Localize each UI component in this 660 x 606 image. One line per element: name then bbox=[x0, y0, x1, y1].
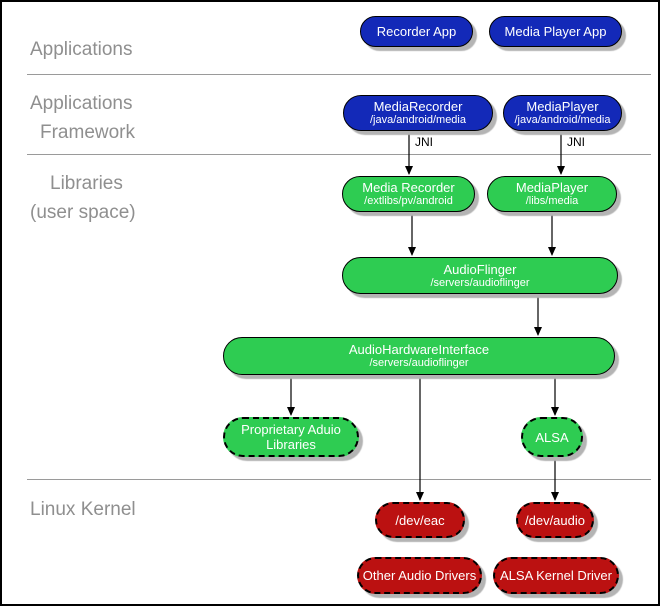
node-audiohardwareinterface: AudioHardwareInterface /servers/audiofli… bbox=[223, 337, 615, 375]
node-title: AudioHardwareInterface bbox=[348, 342, 490, 357]
node-audioflinger: AudioFlinger /servers/audioflinger bbox=[342, 257, 618, 294]
layer-label-libraries: Libraries (user space) bbox=[30, 169, 136, 227]
node-subtitle: /servers/audioflinger bbox=[369, 357, 469, 369]
node-title: ALSA Kernel Driver bbox=[500, 568, 612, 583]
node-subtitle: /servers/audioflinger bbox=[430, 276, 530, 289]
jni-label-left: JNI bbox=[415, 135, 433, 149]
layer-label-line: Applications bbox=[30, 93, 133, 114]
node-dev-audio: /dev/audio bbox=[516, 502, 594, 538]
divider-libraries-kernel bbox=[27, 479, 651, 480]
node-mediaplayer-library: MediaPlayer /libs/media bbox=[487, 176, 617, 212]
node-mediarecorder-framework: MediaRecorder /java/android/media bbox=[343, 95, 493, 131]
node-subtitle: /libs/media bbox=[525, 195, 579, 207]
node-title-line2: Libraries bbox=[266, 437, 316, 452]
layer-label-line: Framework bbox=[40, 122, 136, 143]
layer-label-applications-framework: Applications Framework bbox=[30, 89, 135, 147]
node-title: MediaPlayer bbox=[515, 180, 589, 195]
divider-framework-libraries bbox=[27, 154, 651, 155]
node-title: Proprietary Aduio bbox=[241, 422, 341, 437]
node-title: MediaRecorder bbox=[373, 99, 463, 114]
node-title: MediaPlayer bbox=[526, 99, 599, 114]
node-dev-eac: /dev/eac bbox=[375, 502, 465, 538]
node-proprietary-audio-libraries: Proprietary Aduio Libraries bbox=[223, 417, 359, 457]
node-title: Other Audio Drivers bbox=[362, 568, 477, 583]
node-alsa-kernel-driver: ALSA Kernel Driver bbox=[493, 557, 619, 594]
jni-label-right: JNI bbox=[567, 135, 585, 149]
divider-applications-framework bbox=[27, 74, 651, 75]
node-title: AudioFlinger bbox=[443, 261, 517, 277]
node-subtitle: /java/android/media bbox=[514, 114, 611, 126]
node-title: Media Player App bbox=[504, 24, 607, 39]
layer-label-line: Libraries bbox=[50, 173, 123, 194]
node-media-player-app: Media Player App bbox=[489, 16, 622, 47]
node-subtitle: /java/android/media bbox=[369, 114, 466, 126]
node-title: /dev/eac bbox=[395, 512, 445, 528]
node-title: ALSA bbox=[535, 429, 569, 445]
node-recorder-app: Recorder App bbox=[360, 16, 473, 47]
layer-label-applications: Applications bbox=[30, 39, 133, 60]
layer-label-line: (user space) bbox=[30, 202, 136, 223]
node-mediaplayer-framework: MediaPlayer /java/android/media bbox=[503, 95, 622, 131]
node-other-audio-drivers: Other Audio Drivers bbox=[357, 557, 482, 594]
node-title: Media Recorder bbox=[362, 180, 455, 195]
node-media-recorder-library: Media Recorder /extlibs/pv/android bbox=[342, 176, 475, 212]
node-subtitle: /extlibs/pv/android bbox=[364, 195, 453, 207]
layer-label-linux-kernel: Linux Kernel bbox=[30, 499, 136, 520]
node-title: Recorder App bbox=[376, 24, 457, 39]
node-alsa: ALSA bbox=[521, 417, 583, 457]
node-title: /dev/audio bbox=[525, 512, 585, 528]
